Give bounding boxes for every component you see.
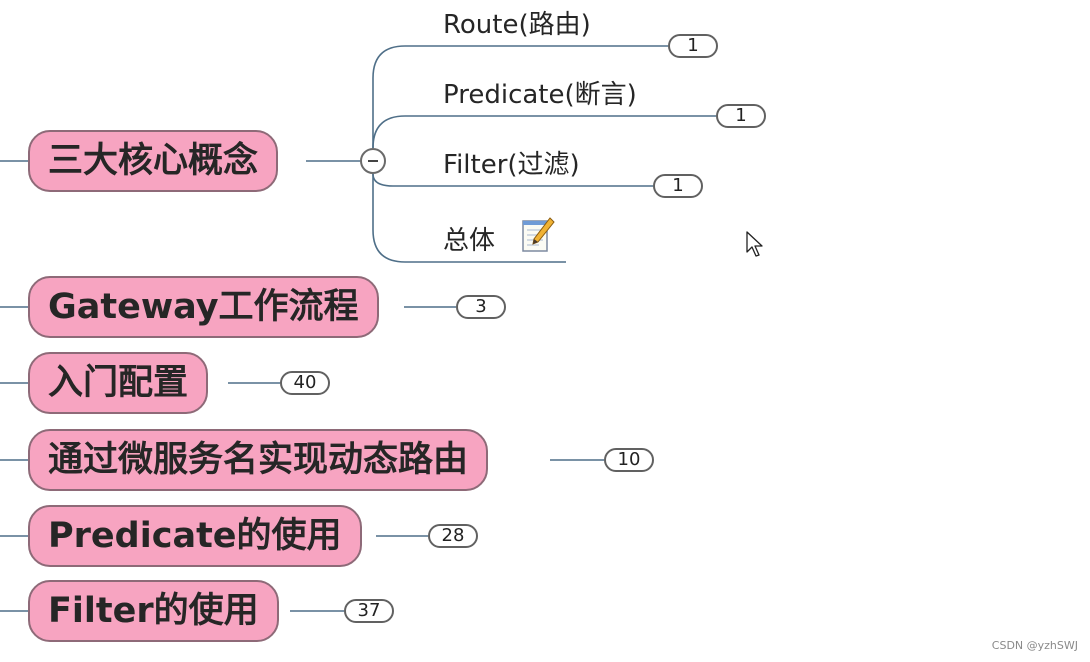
subtopic-count-badge[interactable]: 1 <box>668 34 718 58</box>
topic-filter-usage[interactable]: Filter的使用 <box>28 580 279 642</box>
watermark: CSDN @yzhSWJ <box>991 639 1078 652</box>
topic-count-badge[interactable]: 37 <box>344 599 394 623</box>
subtopic-overall[interactable]: 总体 <box>443 226 496 256</box>
topic-predicate-usage[interactable]: Predicate的使用 <box>28 505 362 567</box>
subtopic-filter[interactable]: Filter(过滤) <box>443 150 580 180</box>
topic-three-core-concepts[interactable]: 三大核心概念 <box>28 130 279 192</box>
topic-label: 三大核心概念 <box>48 141 259 181</box>
note-pencil-icon[interactable] <box>520 216 556 254</box>
subtopic-predicate[interactable]: Predicate(断言) <box>443 80 637 110</box>
collapse-minus-icon[interactable] <box>360 148 386 174</box>
topic-getting-started-config[interactable]: 入门配置 <box>28 352 209 414</box>
topic-label: 通过微服务名实现动态路由 <box>48 440 469 480</box>
topic-label: Filter的使用 <box>48 591 259 631</box>
topic-dynamic-routing[interactable]: 通过微服务名实现动态路由 <box>28 429 489 491</box>
topic-gateway-workflow[interactable]: Gateway工作流程 <box>28 276 379 338</box>
mouse-cursor-icon <box>746 231 763 257</box>
topic-count-badge[interactable]: 10 <box>604 448 654 472</box>
subtopic-route[interactable]: Route(路由) <box>443 10 591 40</box>
subtopic-count-badge[interactable]: 1 <box>653 174 703 198</box>
topic-label: Gateway工作流程 <box>48 287 359 327</box>
topic-label: Predicate的使用 <box>48 516 342 556</box>
topic-count-badge[interactable]: 3 <box>456 295 506 319</box>
topic-label: 入门配置 <box>48 363 189 403</box>
subtopic-count-badge[interactable]: 1 <box>716 104 766 128</box>
topic-count-badge[interactable]: 28 <box>428 524 478 548</box>
topic-count-badge[interactable]: 40 <box>280 371 330 395</box>
